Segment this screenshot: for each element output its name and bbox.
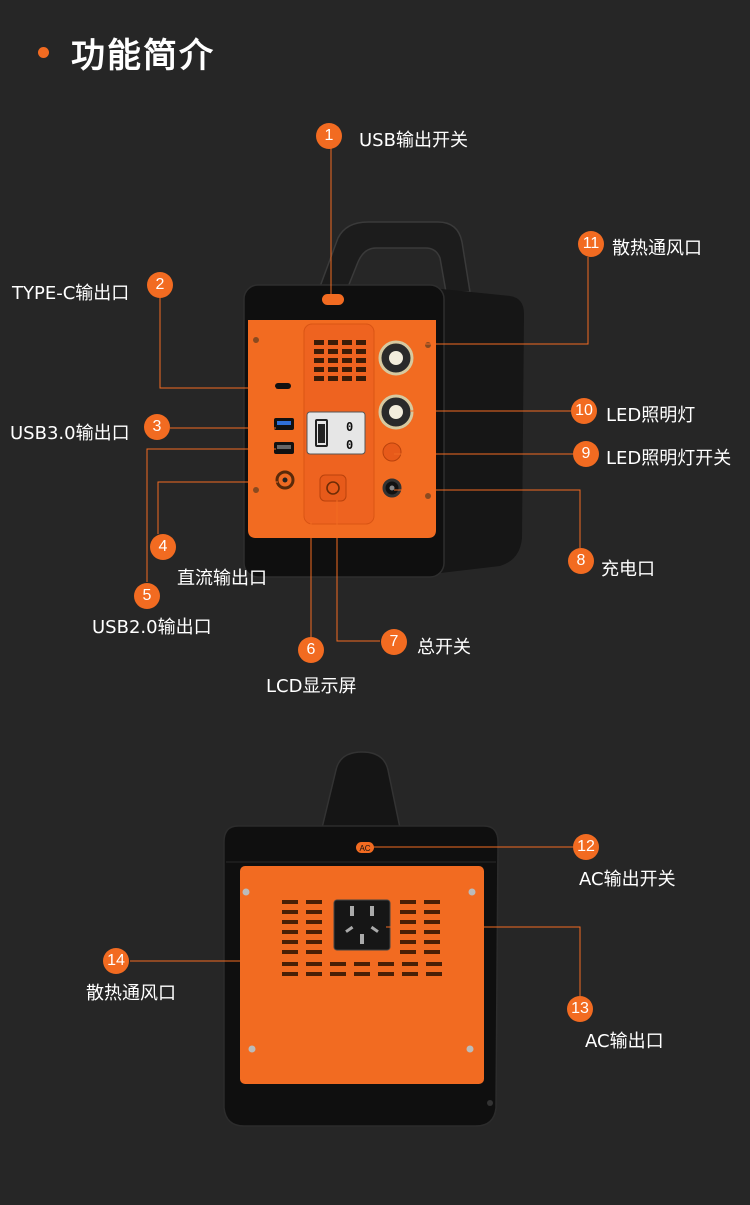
screw-icon <box>425 342 431 348</box>
leader-lines-back <box>130 846 581 996</box>
screw-icon <box>468 888 476 896</box>
callout-badge-6: 6 <box>298 637 324 663</box>
vent-grille <box>314 340 366 381</box>
callout-badge-5: 5 <box>134 583 160 609</box>
callout-badge-14: 14 <box>103 948 129 974</box>
back-device: AC <box>223 751 499 1127</box>
back-vent-grille-right <box>400 900 440 954</box>
battery-icon <box>315 419 328 447</box>
callout-label-ac-switch: AC输出开关 <box>579 869 676 890</box>
callout-badge-10: 10 <box>571 398 597 424</box>
back-vent-grille-left <box>282 900 322 954</box>
lcd-readout-top: 0 <box>346 420 353 434</box>
lcd-readout-bottom: 0 <box>346 438 353 452</box>
leader-lines-front <box>146 148 589 642</box>
usb3-port-insert <box>277 421 291 425</box>
back-vent-grille-bottom <box>282 962 442 976</box>
screw-icon <box>425 493 431 499</box>
usb2-port-insert <box>277 445 291 449</box>
back-handle <box>321 751 401 829</box>
screw-icon <box>466 1045 474 1053</box>
callout-label-front-vent: 散热通风口 <box>612 238 702 259</box>
carry-handle <box>316 221 471 293</box>
lcd-screen <box>306 411 366 455</box>
callout-label-usb3: USB3.0输出口 <box>10 423 130 444</box>
callout-label-led-light: LED照明灯 <box>606 405 696 426</box>
type-c-port[interactable] <box>275 383 291 389</box>
callout-label-ac-output: AC输出口 <box>585 1031 664 1052</box>
screw-icon <box>253 337 259 343</box>
device-side <box>432 288 524 574</box>
usb-switch-button[interactable] <box>322 294 344 305</box>
section-heading: 功能简介 <box>38 28 215 77</box>
callout-label-dc-output: 直流输出口 <box>177 568 267 589</box>
battery-fill <box>318 424 325 443</box>
ac-switch-label: AC <box>359 844 370 853</box>
callout-badge-13: 13 <box>567 996 593 1022</box>
ac-switch-button[interactable] <box>356 842 374 853</box>
callout-label-charging: 充电口 <box>601 559 655 580</box>
callout-label-led-switch: LED照明灯开关 <box>606 448 732 469</box>
callout-badge-3: 3 <box>144 414 170 440</box>
ac-output-socket[interactable] <box>333 899 391 951</box>
main-power-button[interactable] <box>319 474 347 502</box>
callout-badge-11: 11 <box>578 231 604 257</box>
section-title: 功能简介 <box>71 36 215 76</box>
callout-badge-2: 2 <box>147 272 173 298</box>
screw-icon <box>242 888 250 896</box>
callout-label-usb-switch: USB输出开关 <box>359 130 468 151</box>
power-icon <box>326 481 340 495</box>
callout-label-lcd: LCD显示屏 <box>266 676 357 697</box>
callout-badge-7: 7 <box>381 629 407 655</box>
screw-icon <box>248 1045 256 1053</box>
callout-badge-8: 8 <box>568 548 594 574</box>
front-device: 0 0 <box>243 221 524 578</box>
callout-badge-9: 9 <box>573 441 599 467</box>
callout-label-usb2: USB2.0输出口 <box>92 617 212 638</box>
callout-label-back-vent: 散热通风口 <box>86 983 176 1004</box>
led-switch-button[interactable] <box>382 442 402 462</box>
callout-badge-1: 1 <box>316 123 342 149</box>
bullet-dot-icon <box>38 47 49 58</box>
callout-badge-4: 4 <box>150 534 176 560</box>
screw-icon <box>253 487 259 493</box>
callout-label-type-c: TYPE-C输出口 <box>12 283 130 304</box>
callout-label-main-switch: 总开关 <box>417 637 471 658</box>
callout-badge-12: 12 <box>573 834 599 860</box>
